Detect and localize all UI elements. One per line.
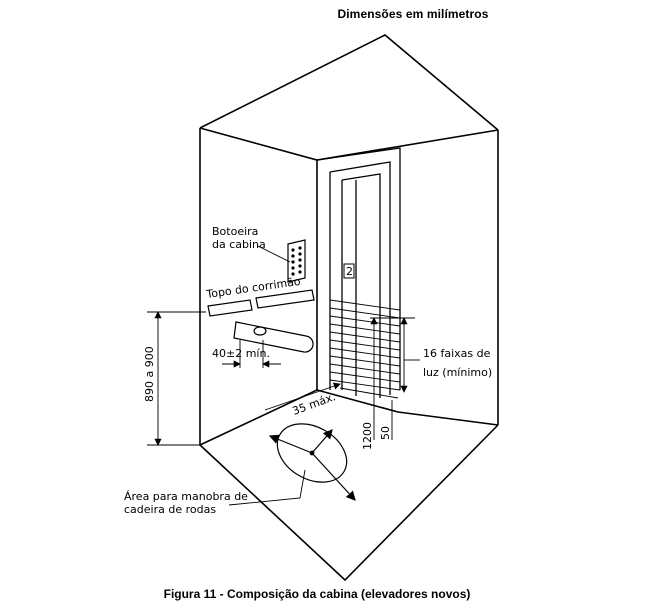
control-panel-label-1: Botoeira bbox=[212, 225, 258, 238]
handrail-height-label: 890 a 900 bbox=[143, 346, 156, 402]
light-bands bbox=[329, 299, 401, 399]
sensor-height-label: 1200 bbox=[361, 422, 374, 450]
control-panel-label-2: da cabina bbox=[212, 238, 266, 251]
light-bands-label-1: 16 faixas de bbox=[423, 347, 491, 360]
wheelchair-leader bbox=[228, 469, 306, 506]
handrail-gap-label: 40±2 mín. bbox=[212, 347, 270, 360]
units-note: Dimensões em milímetros bbox=[337, 7, 489, 21]
light-bands-dimension bbox=[370, 317, 420, 440]
wheelchair-label-1: Área para manobra de bbox=[124, 490, 248, 503]
control-panel-leader bbox=[257, 245, 291, 263]
wheelchair-center-dot bbox=[309, 450, 315, 456]
sensor-low-label: 50 bbox=[379, 426, 392, 440]
max-gap-dimension bbox=[264, 382, 341, 411]
wheelchair-area bbox=[268, 423, 356, 501]
max-gap-label: 35 máx. bbox=[291, 390, 338, 418]
control-panel bbox=[287, 239, 306, 283]
handrail bbox=[207, 289, 315, 353]
figure-caption: Figura 11 - Composição da cabina (elevad… bbox=[163, 587, 471, 601]
floor-indicator bbox=[343, 263, 355, 279]
floor-number: 2 bbox=[346, 265, 353, 278]
light-bands-label-2: luz (mínimo) bbox=[423, 366, 492, 379]
wheelchair-label-2: cadeira de rodas bbox=[124, 503, 216, 516]
handrail-gap-dimension bbox=[222, 340, 281, 368]
handrail-height-dimension bbox=[147, 311, 206, 446]
handrail-top-label: Topo do corrimão bbox=[205, 275, 302, 301]
